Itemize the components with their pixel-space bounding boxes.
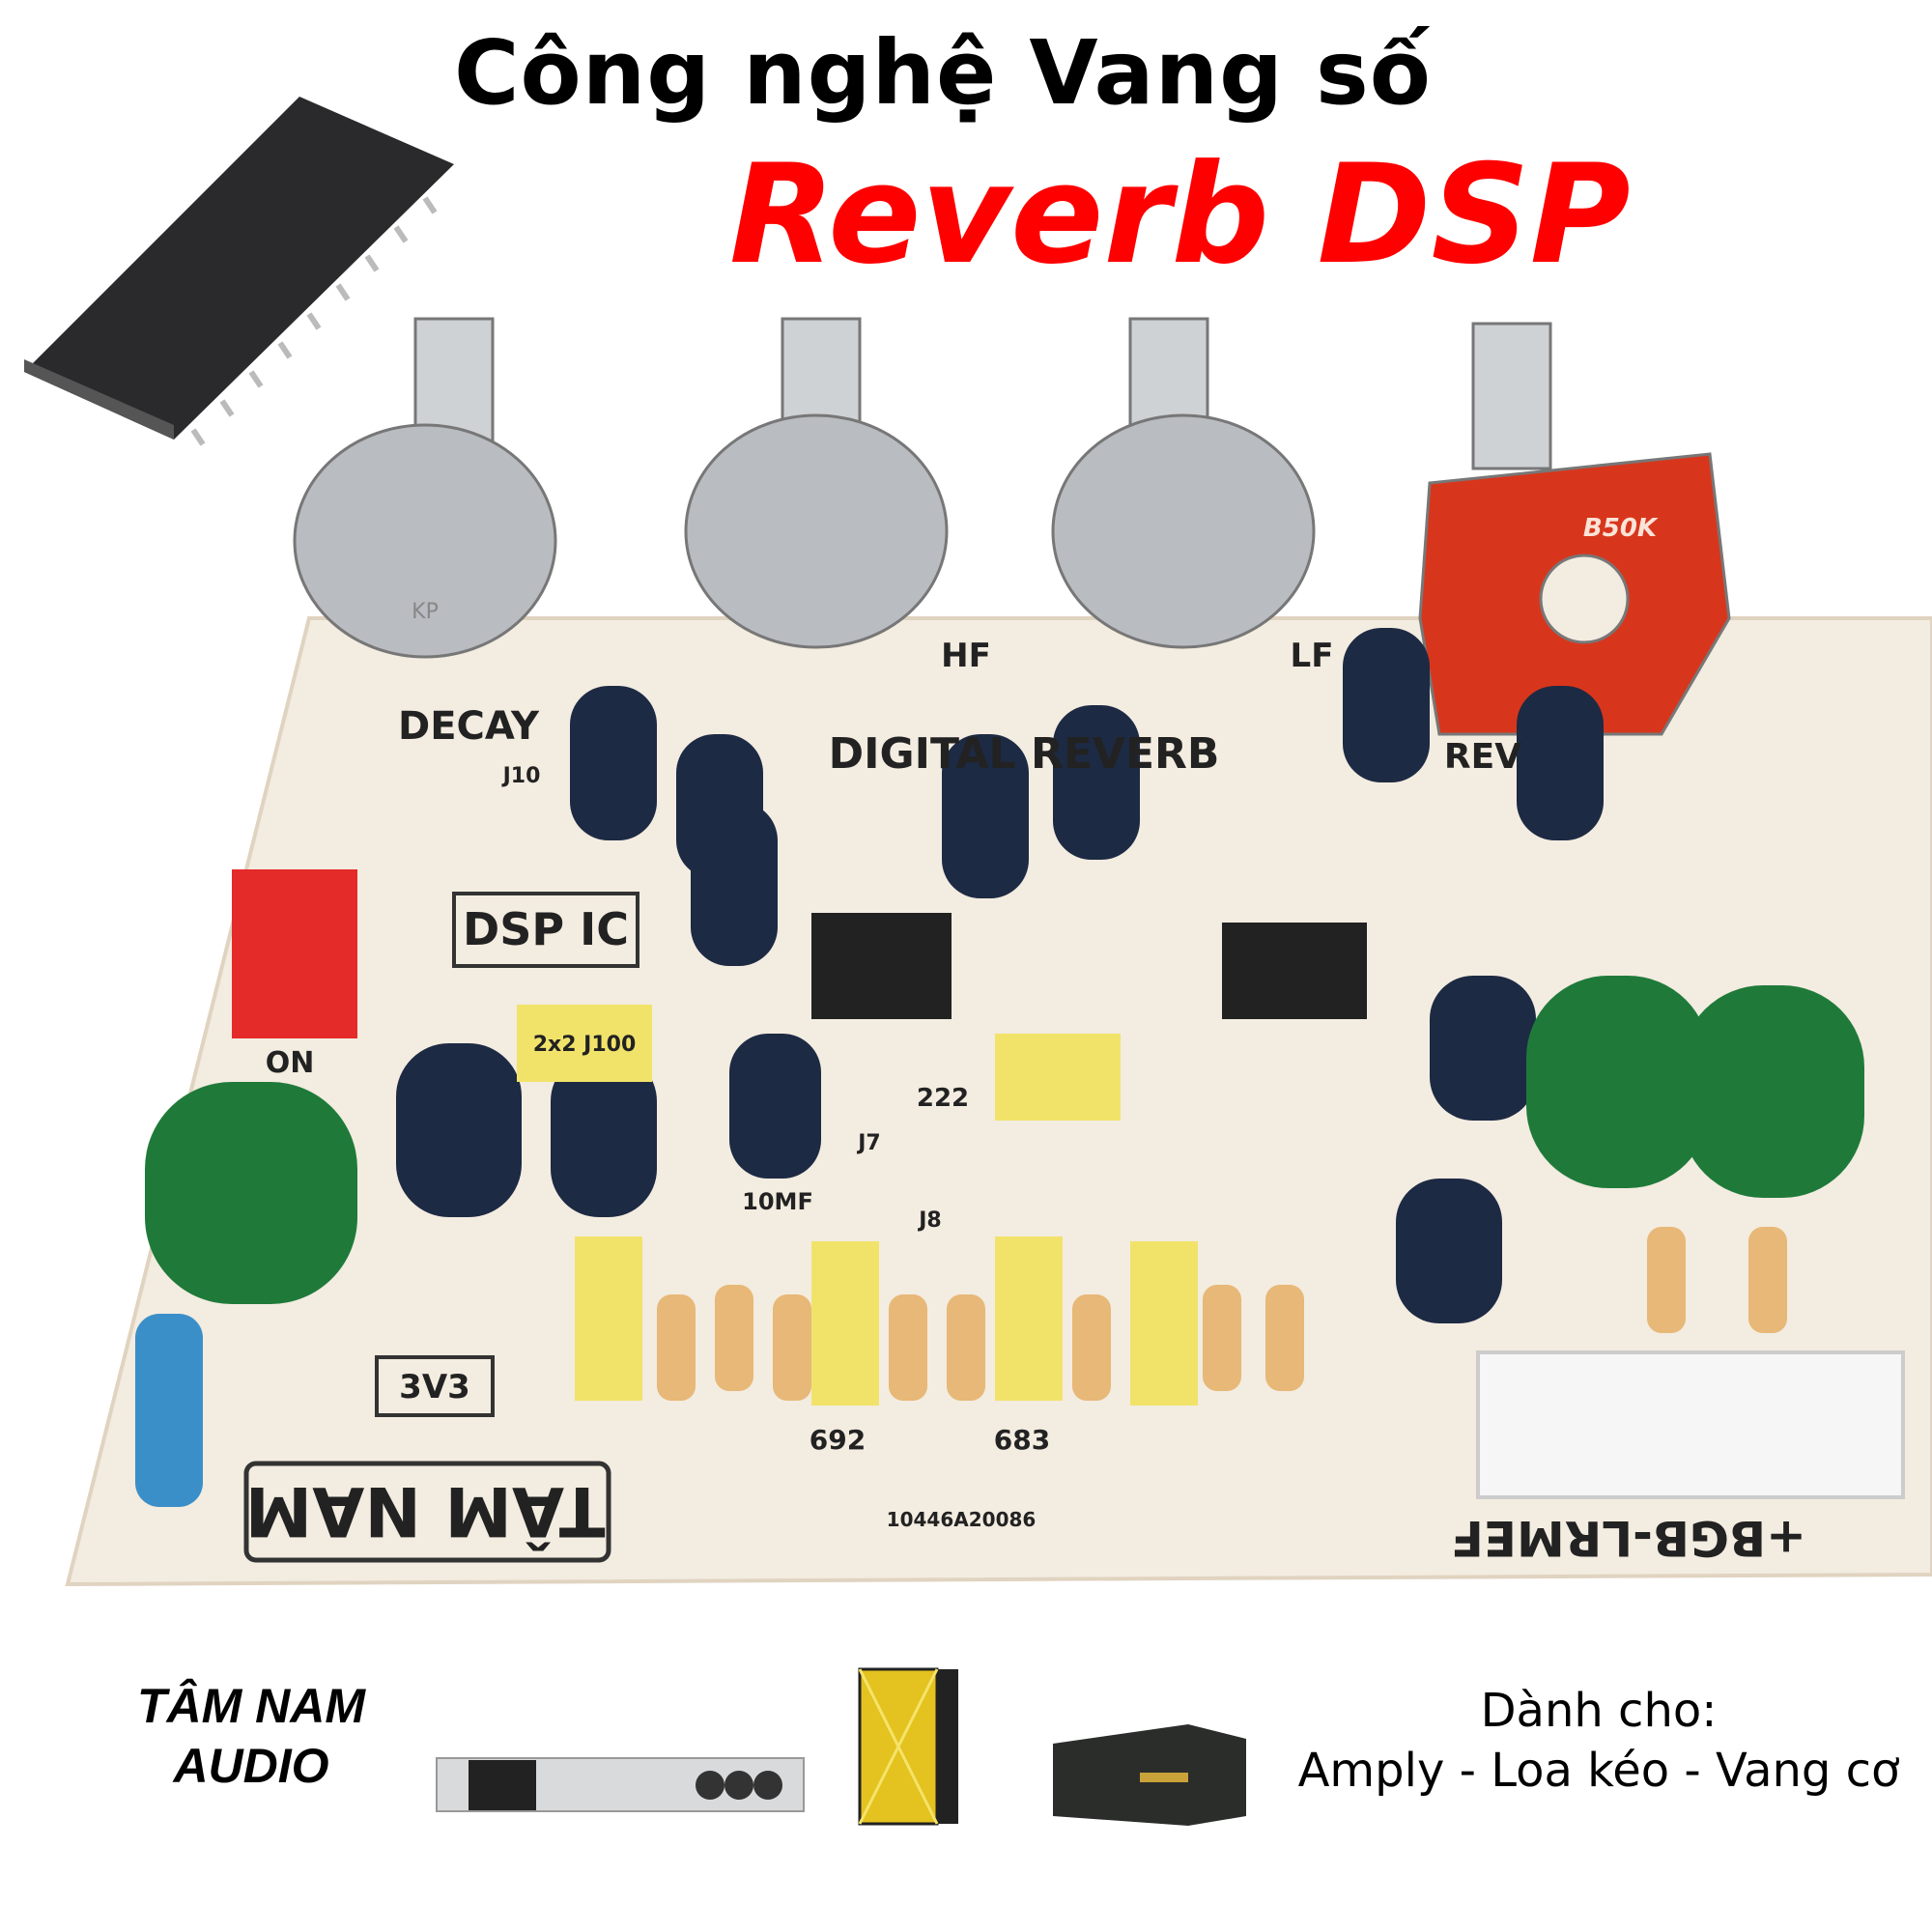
brand-name: TÂM NAM AUDIO: [106, 1676, 396, 1796]
brand-line-1: TÂM NAM: [136, 1679, 366, 1733]
j10-label: J10: [501, 764, 541, 788]
j8-label: J8: [917, 1208, 942, 1233]
trolley-speaker-icon: [858, 1667, 958, 1826]
potentiometer-hf: [684, 317, 949, 649]
serial-number-label: 10446A20086: [887, 1508, 1037, 1531]
3v3-label: 3V3: [399, 1368, 470, 1406]
potentiometer-rev: [1418, 322, 1731, 736]
headline-subtitle: Reverb DSP: [729, 135, 1631, 295]
karaoke-amplifier-icon: [1053, 1724, 1246, 1826]
op-amp-ic-left: [811, 913, 952, 1019]
rev-label: REV: [1444, 737, 1521, 777]
blue-resistor: [135, 1314, 203, 1507]
karaoke-processor-icon: [436, 1757, 805, 1812]
dsp-ic-label: DSP IC: [463, 903, 629, 955]
resistors: [657, 1227, 1787, 1401]
electrolytic-capacitors: [145, 628, 1864, 1323]
decay-label: DECAY: [398, 704, 540, 749]
headline: Công nghệ Vang số: [454, 21, 1432, 125]
film-cap-value-label: 2x2 J100: [533, 1033, 637, 1057]
for-label: Dành cho:: [1480, 1684, 1718, 1738]
potentiometer-lf: [1051, 317, 1316, 649]
digital-reverb-label: DIGITAL REVERB: [829, 729, 1220, 779]
potentiometer-decay: [293, 317, 557, 659]
for-items: Amply - Loa kéo - Vang cơ: [1297, 1744, 1900, 1798]
hf-label: HF: [941, 637, 991, 675]
board-brand-silkscreen: TÂM NAM: [245, 1471, 606, 1550]
10mf-label: 10MF: [742, 1188, 813, 1215]
film-capacitors: [517, 1005, 1198, 1406]
dsp-chip-icon: [24, 97, 454, 446]
dip-switch: [232, 869, 357, 1038]
on-label: ON: [266, 1046, 315, 1080]
j7-label: J7: [856, 1131, 881, 1155]
op-amp-ic-right: [1222, 923, 1367, 1019]
wire-connector: [1476, 1350, 1905, 1499]
pin-labels-silkscreen: +BGB-LRMEF: [1451, 1510, 1806, 1566]
reverb-pcb-board: TÂM NAM +BGB-LRMEF DECAY DIGITAL REVERB …: [65, 317, 1932, 1587]
b50k-label: B50K: [1583, 514, 1659, 543]
222-label: 222: [917, 1084, 969, 1113]
kp-logo-label: KP: [412, 600, 439, 624]
692-label: 692: [810, 1424, 866, 1456]
compatibility-text: Dành cho: Amply - Loa kéo - Vang cơ: [1285, 1681, 1913, 1801]
683-label: 683: [994, 1424, 1050, 1456]
brand-line-2: AUDIO: [173, 1739, 329, 1793]
lf-label: LF: [1291, 637, 1334, 675]
